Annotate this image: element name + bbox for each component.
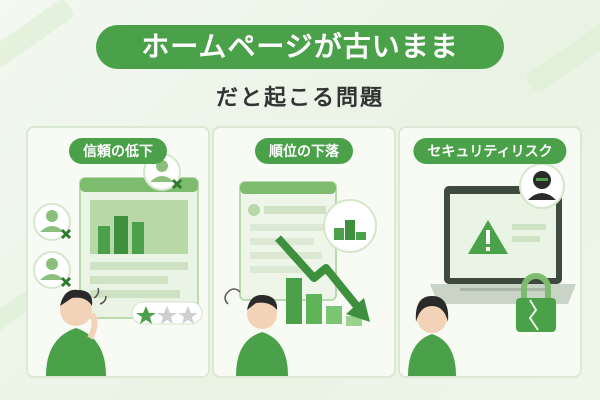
page-subtitle: だと起こる問題 <box>215 86 384 111</box>
ranking-illustration <box>224 181 377 376</box>
card-security: セキュリティリスク <box>398 126 582 378</box>
warning-icon <box>468 220 508 254</box>
card-trust-label: 信頼の低下 <box>69 138 167 164</box>
user-icon <box>33 203 72 241</box>
card-ranking-label: 順位の下落 <box>255 138 353 164</box>
page-title: ホームページが古いまま <box>96 25 504 69</box>
star-icon <box>131 301 203 325</box>
security-illustration <box>408 163 576 376</box>
worried-woman <box>408 296 456 376</box>
thinking-person <box>46 287 107 376</box>
card-ranking: 順位の下落 <box>212 126 396 378</box>
user-icon <box>33 251 72 289</box>
trust-illustration <box>33 153 203 376</box>
background-stripe <box>0 0 76 85</box>
podium-icon <box>323 199 377 253</box>
lock-icon <box>516 273 556 332</box>
card-security-label: セキュリティリスク <box>413 138 567 164</box>
card-trust: 信頼の低下 <box>26 126 210 378</box>
hacker-icon <box>519 163 565 209</box>
worried-person <box>224 288 288 376</box>
